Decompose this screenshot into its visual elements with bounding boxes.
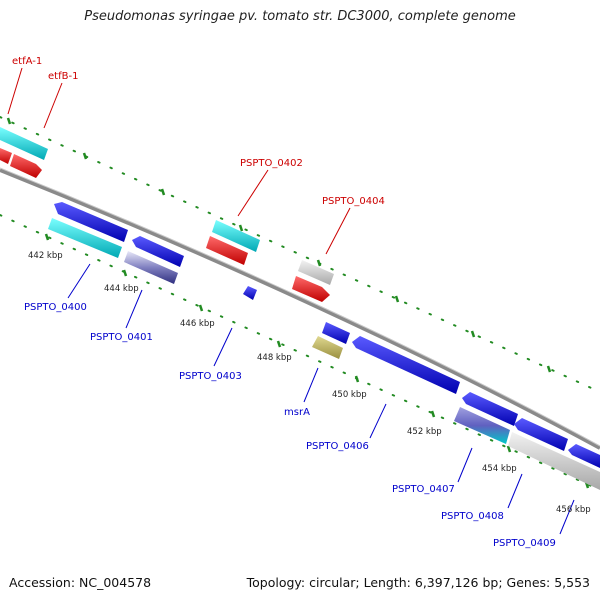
outer-tick-track — [0, 116, 600, 393]
genome-backbone — [0, 168, 600, 450]
feature-PSPTO_0402-gene[interactable] — [206, 236, 248, 265]
label-PSPTO_0402[interactable]: PSPTO_0402 — [240, 158, 303, 169]
feature-PSPTO_0408[interactable] — [514, 418, 568, 451]
tick-label-448: 448 kbp — [257, 353, 292, 363]
forward-labels: etfA-1 etfB-1 PSPTO_0402 PSPTO_0404 — [12, 56, 385, 207]
feature-PSPTO_0407-gene[interactable] — [454, 407, 510, 444]
feature-etfA-1-gene[interactable] — [0, 148, 12, 164]
feature-PSPTO_0408-misc[interactable] — [508, 432, 600, 490]
feature-etfA-1[interactable] — [0, 127, 48, 160]
tick-label-450: 450 kbp — [332, 390, 367, 400]
label-PSPTO_0406[interactable]: PSPTO_0406 — [306, 441, 369, 452]
label-PSPTO_0404[interactable]: PSPTO_0404 — [322, 196, 385, 207]
label-etfA-1[interactable]: etfA-1 — [12, 56, 42, 67]
label-msrA[interactable]: msrA — [284, 407, 310, 418]
inner-major-ticks — [44, 233, 590, 489]
feature-PSPTO_0407[interactable] — [462, 392, 518, 426]
feature-PSPTO_0400-rna[interactable] — [48, 218, 122, 258]
feature-PSPTO_0409[interactable] — [568, 444, 600, 468]
tick-label-452: 452 kbp — [407, 427, 442, 437]
tick-label-444: 444 kbp — [104, 284, 139, 294]
feature-PSPTO_0401[interactable] — [132, 236, 184, 267]
feature-etfB-1[interactable] — [10, 154, 42, 178]
feature-PSPTO_0403[interactable] — [243, 286, 257, 300]
feature-PSPTO_0404-gene[interactable] — [292, 276, 330, 302]
label-PSPTO_0403[interactable]: PSPTO_0403 — [179, 371, 242, 382]
map-title: Pseudomonas syringae pv. tomato str. DC3… — [84, 9, 516, 24]
tick-label-456: 456 kbp — [556, 505, 591, 515]
feature-PSPTO_0406[interactable] — [352, 336, 460, 394]
accession-text: Accession: NC_004578 — [9, 575, 152, 590]
tick-labels: 442 kbp 444 kbp 446 kbp 448 kbp 450 kbp … — [28, 251, 591, 515]
feature-PSPTO_0404[interactable] — [298, 260, 334, 285]
feature-PSPTO_0401-gene[interactable] — [124, 251, 178, 284]
reverse-labels: PSPTO_0400 PSPTO_0401 PSPTO_0403 msrA PS… — [24, 302, 556, 549]
label-etfB-1[interactable]: etfB-1 — [48, 71, 78, 82]
feature-PSPTO_0402[interactable] — [212, 220, 260, 252]
label-PSPTO_0409[interactable]: PSPTO_0409 — [493, 538, 556, 549]
outer-major-ticks — [6, 117, 552, 373]
label-PSPTO_0401[interactable]: PSPTO_0401 — [90, 332, 153, 343]
tick-label-446: 446 kbp — [180, 319, 215, 329]
tick-label-454: 454 kbp — [482, 464, 517, 474]
inner-tick-track — [0, 214, 600, 491]
reverse-label-leaders — [67, 263, 575, 535]
feature-PSPTO_0400[interactable] — [54, 202, 128, 242]
feature-msrA[interactable] — [312, 336, 343, 359]
feature-PSPTO_0405[interactable] — [322, 322, 350, 344]
forward-label-leaders — [7, 67, 351, 255]
label-PSPTO_0400[interactable]: PSPTO_0400 — [24, 302, 87, 313]
tick-label-442: 442 kbp — [28, 251, 63, 261]
label-PSPTO_0407[interactable]: PSPTO_0407 — [392, 484, 455, 495]
label-PSPTO_0408[interactable]: PSPTO_0408 — [441, 511, 504, 522]
topology-text: Topology: circular; Length: 6,397,126 bp… — [246, 575, 590, 590]
